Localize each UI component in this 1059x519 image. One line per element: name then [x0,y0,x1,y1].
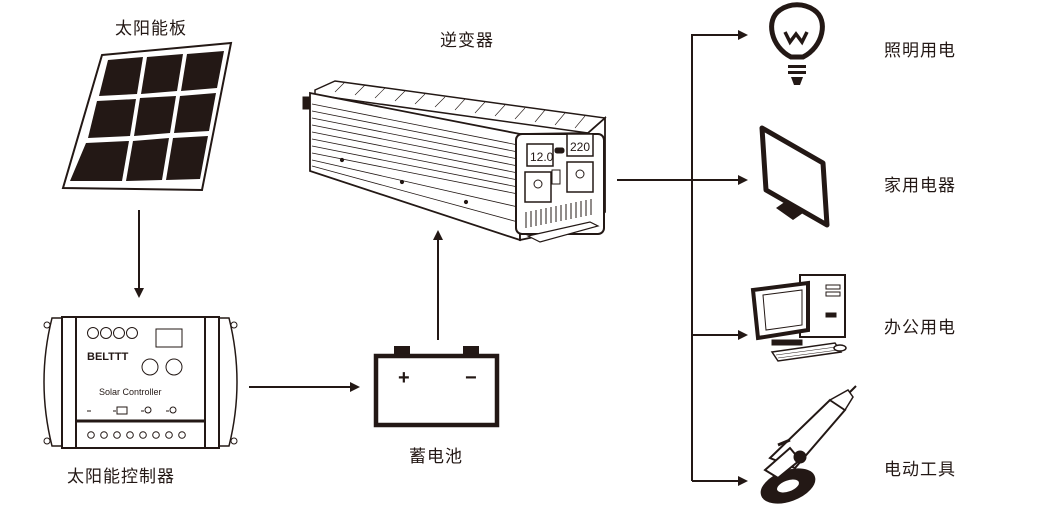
solar-panel-label: 太阳能板 [115,19,187,39]
controller-brand: BELTTT [87,351,129,363]
lamp-symbol-icon [144,406,152,414]
load-label-office: 办公用电 [884,318,956,338]
battery-positive: + [398,367,410,389]
output-bus [617,30,748,486]
controller-label: 太阳能控制器 [67,467,175,487]
desktop-computer-icon [750,274,847,362]
tv-monitor-icon [759,125,830,228]
battery-icon: + − [373,346,500,428]
solar-controller-icon: BELTTT Solar Controller [43,316,238,449]
load-label-appliances: 家用电器 [884,176,956,196]
battery-label: 蓄电池 [409,447,463,467]
controller-device-text: Solar Controller [99,387,162,397]
inverter-icon: 12.0 220 [302,80,607,243]
load-label-power-tools: 电动工具 [884,460,956,480]
angle-grinder-icon [760,385,857,504]
inverter-input-display: 12.0 [530,150,554,164]
solar-panel-icon [61,41,233,192]
battery-symbol-icon [116,406,128,415]
battery-negative: − [465,367,477,389]
lamp-symbol-icon [169,406,177,414]
inverter-output-display: 220 [570,140,590,154]
light-bulb-icon [769,2,825,85]
load-label-lighting: 照明用电 [884,41,956,61]
controller-terminal-symbols [87,406,177,415]
inverter-label: 逆变器 [440,31,494,51]
